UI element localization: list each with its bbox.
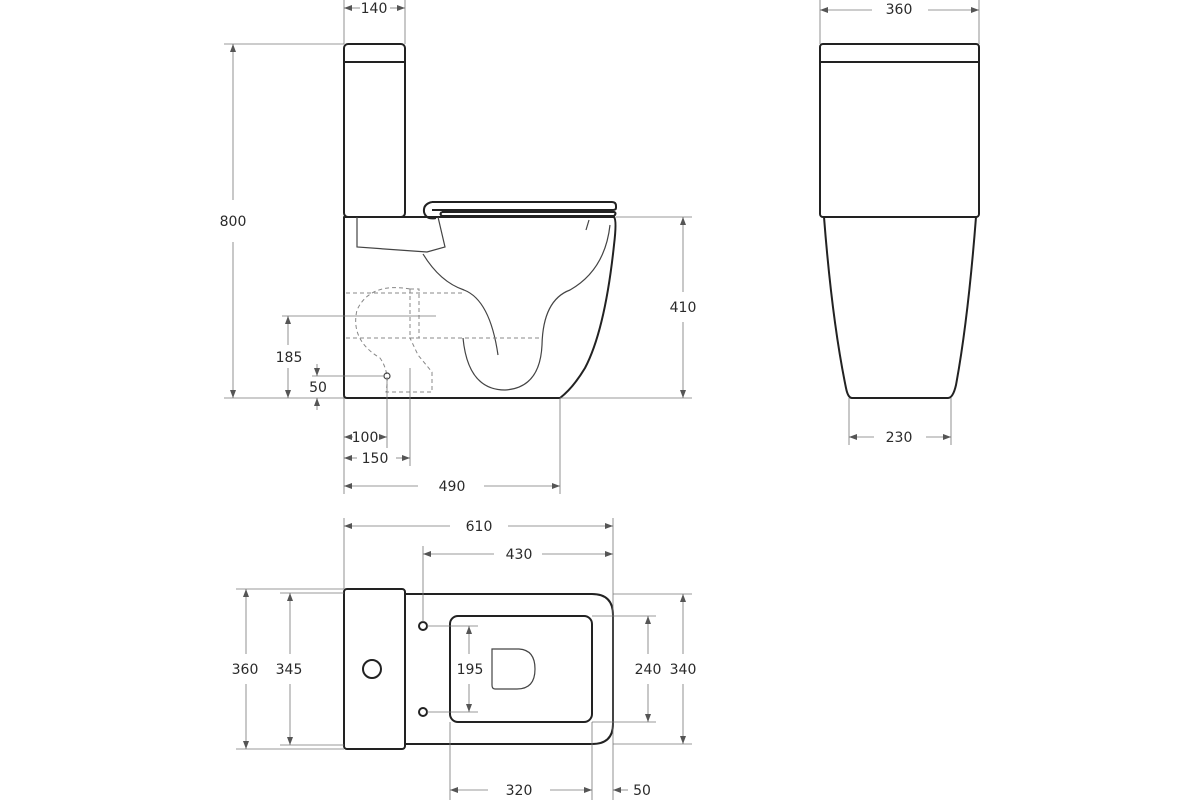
dim-total-height: 800	[220, 214, 247, 230]
dim-bowl-width: 340	[670, 662, 697, 678]
trap-front	[422, 253, 499, 356]
seat-hinge	[422, 201, 437, 220]
side-view: 140 800 410 185 50 100 150	[220, 0, 697, 495]
dim-bowl-length: 430	[506, 547, 533, 563]
dim-outlet-from-wall: 150	[362, 451, 389, 467]
hinge-hole-top	[418, 621, 428, 631]
dim-inlet-height: 50	[309, 380, 327, 396]
front-tank-outline	[819, 43, 980, 218]
seat-opening	[449, 615, 593, 723]
dim-opening-width: 240	[635, 662, 662, 678]
trap-back	[462, 224, 611, 391]
dim-tank-width: 360	[886, 2, 913, 18]
tank-outline	[343, 43, 406, 218]
dim-total-length: 610	[466, 519, 493, 535]
top-view: 610 430 360 345 195 240 3	[232, 518, 697, 800]
flush-button	[362, 659, 382, 679]
dim-opening-length: 320	[506, 783, 533, 799]
dim-tank-width-outer: 360	[232, 662, 259, 678]
dim-base-depth: 490	[439, 479, 466, 495]
bowl-outline	[343, 216, 617, 399]
hinge-hole-bottom	[418, 707, 428, 717]
seat-lid	[432, 201, 617, 211]
dim-hole-spacing: 195	[457, 662, 484, 678]
flush-channel	[356, 216, 446, 253]
front-view: 360 230	[819, 0, 980, 446]
seat-ring	[439, 211, 617, 217]
dim-tank-depth: 140	[361, 1, 388, 17]
bowl-drain	[491, 648, 536, 690]
dim-bowl-height: 410	[670, 300, 697, 316]
rim-mark	[585, 219, 590, 231]
dim-inlet-from-wall: 100	[352, 430, 379, 446]
outlet-dashed	[346, 288, 540, 339]
dim-rim-offset: 50	[633, 783, 651, 799]
front-bowl-outline	[823, 216, 977, 399]
top-tank-outline	[343, 588, 406, 750]
dim-base-width: 230	[886, 430, 913, 446]
dim-outlet-height: 185	[276, 350, 303, 366]
dim-tank-width-inner: 345	[276, 662, 303, 678]
